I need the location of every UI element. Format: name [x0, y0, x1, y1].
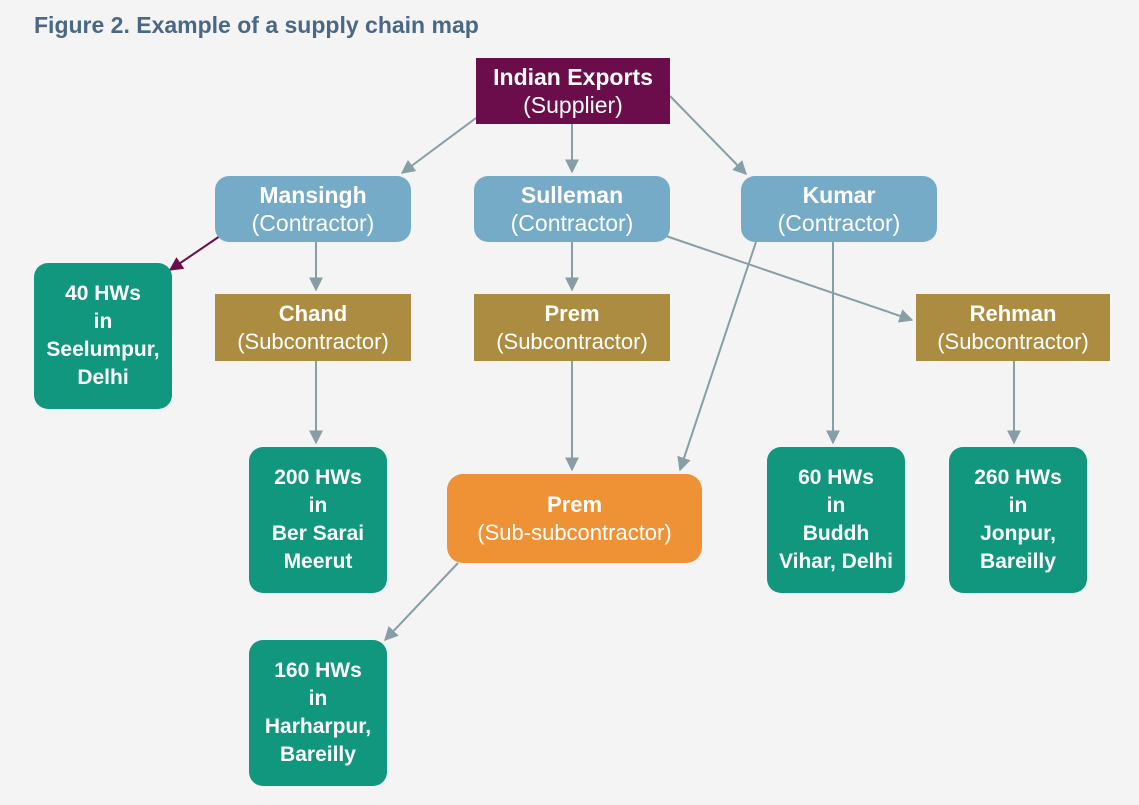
figure-title: Figure 2. Example of a supply chain map [34, 12, 479, 38]
node-name: Mansingh [259, 182, 367, 208]
node-line: Buddh [802, 522, 870, 545]
node-role: (Contractor) [777, 210, 901, 236]
contractor-node-kumar: Kumar (Contractor) [741, 176, 937, 242]
arrow-supplier-to-kumar [669, 95, 747, 176]
subcontractor-node-rehman: Rehman (Subcontractor) [916, 294, 1110, 361]
sub-subcontractor-node-prem: Prem (Sub-subcontractor) [447, 474, 702, 563]
arrow-supplier-to-mansingh [400, 117, 477, 174]
node-line: Ber Sarai [271, 522, 365, 545]
node-line: in [93, 310, 113, 333]
contractor-node-sulleman: Sulleman (Contractor) [474, 176, 670, 242]
subcontractor-node-prem: Prem (Subcontractor) [474, 294, 670, 361]
homeworkers-node-buddh-vihar: 60 HWs in Buddh Vihar, Delhi [767, 447, 905, 593]
node-line: Delhi [77, 366, 129, 389]
arrow-kumar-to-prem_subsub [677, 241, 757, 472]
contractor-node-mansingh: Mansingh (Contractor) [215, 176, 411, 242]
node-role: (Subcontractor) [496, 328, 648, 354]
node-role: (Supplier) [523, 92, 623, 118]
node-role: (Contractor) [251, 210, 375, 236]
node-name: Chand [278, 300, 348, 326]
node-name: Sulleman [520, 182, 624, 208]
supplier-node: Indian Exports (Supplier) [476, 58, 670, 124]
node-line: 260 HWs [974, 466, 1062, 489]
arrow-sulleman-to-rehman [665, 235, 914, 323]
node-line: in [308, 687, 328, 710]
node-line: Meerut [283, 550, 353, 573]
node-line: Harharpur, [264, 715, 372, 738]
node-line: in [826, 494, 846, 517]
node-line: in [308, 494, 328, 517]
node-role: (Contractor) [510, 210, 634, 236]
homeworkers-node-harharpur: 160 HWs in Harharpur, Bareilly [249, 640, 387, 786]
node-line: Seelumpur, [46, 338, 160, 361]
node-line: 200 HWs [274, 466, 362, 489]
node-line: 160 HWs [274, 659, 362, 682]
node-name: Rehman [969, 300, 1057, 326]
node-name: Kumar [802, 182, 876, 208]
node-line: Bareilly [280, 743, 356, 766]
node-name: Prem [546, 491, 603, 517]
arrow-mansingh-to-hw_seelumpur [168, 235, 221, 271]
node-role: (Subcontractor) [937, 328, 1089, 354]
subcontractor-node-chand: Chand (Subcontractor) [215, 294, 411, 361]
node-line: in [1008, 494, 1028, 517]
homeworkers-node-ber-sarai: 200 HWs in Ber Sarai Meerut [249, 447, 387, 593]
node-line: Vihar, Delhi [779, 550, 893, 573]
node-name: Indian Exports [493, 64, 653, 90]
node-line: 60 HWs [798, 466, 874, 489]
arrow-prem_subsub-to-hw_harharpur [384, 562, 459, 642]
node-line: Jonpur, [980, 522, 1056, 545]
homeworkers-node-seelumpur: 40 HWs in Seelumpur, Delhi [34, 263, 172, 409]
node-line: 40 HWs [65, 282, 141, 305]
node-name: Prem [544, 300, 600, 326]
node-role: (Subcontractor) [237, 328, 389, 354]
node-role: (Sub-subcontractor) [477, 519, 672, 545]
homeworkers-node-jonpur: 260 HWs in Jonpur, Bareilly [949, 447, 1087, 593]
node-line: Bareilly [980, 550, 1056, 573]
